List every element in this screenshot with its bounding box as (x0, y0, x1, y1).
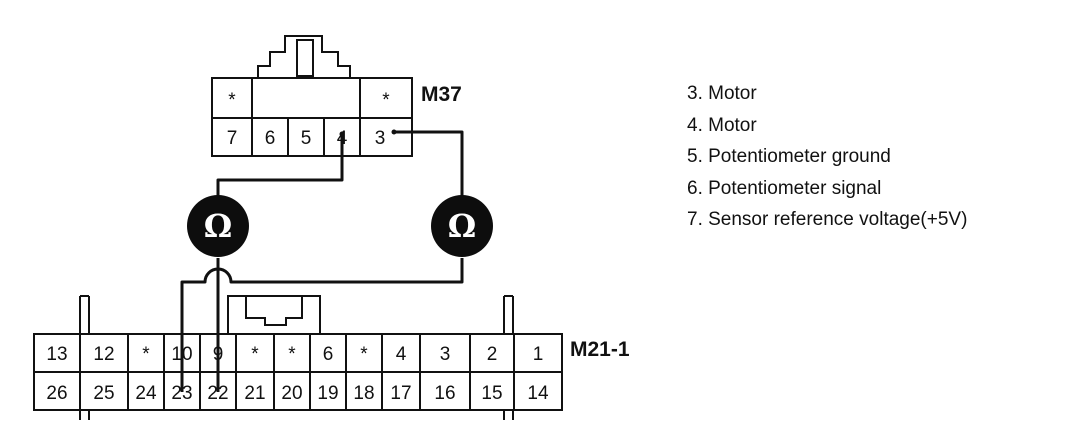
m21-1-pin-4: 4 (396, 344, 407, 365)
m21-1-pin-13: 13 (46, 344, 67, 365)
ohmmeter-right: Ω (431, 195, 493, 257)
m37-pin-3-node (391, 129, 397, 135)
pin-legend: 3. Motor 4. Motor 5. Potentiometer groun… (687, 78, 967, 236)
m37-pin-4-node (339, 131, 345, 137)
ohm-icon: Ω (448, 207, 476, 245)
m21-1-connector (33, 295, 563, 420)
m21-1-pin-14: 14 (527, 383, 549, 404)
legend-item-7: 7. Sensor reference voltage(+5V) (687, 209, 968, 230)
m21-1-pin-18: 18 (353, 383, 374, 404)
m37-label: M37 (421, 83, 462, 106)
m37-pin-5: 5 (301, 128, 312, 149)
m21-1-pin-3: 3 (440, 344, 451, 365)
m37-latch (257, 35, 351, 78)
m21-1-pin-24: 24 (135, 383, 157, 404)
m37-pin-7: 7 (227, 128, 238, 149)
m21-1-pin-16: 16 (434, 383, 455, 404)
m37-top-pin-1: * (228, 90, 236, 111)
m21-1-pin-6: 6 (323, 344, 334, 365)
m21-1-pin-1: 1 (533, 344, 544, 365)
m21-1-pin-26: 26 (46, 383, 67, 404)
m21-1-pin-11: * (142, 344, 150, 365)
m37-top-pin-3: * (382, 90, 390, 111)
m21-1-pin-17: 17 (390, 383, 411, 404)
ohmmeter-left: Ω (187, 195, 249, 257)
legend-item-3: 3. Motor (687, 83, 757, 104)
m21-1-pin-22: 22 (207, 383, 228, 404)
m21-1-pin-5: * (360, 344, 368, 365)
m37-pin-6: 6 (265, 128, 276, 149)
legend-item-6: 6. Potentiometer signal (687, 177, 882, 199)
m21-1-pin-20: 20 (281, 383, 302, 404)
legend-item-4: 4. Motor (687, 114, 757, 136)
m21-1-pin-25: 25 (93, 383, 114, 404)
ohm-icon: Ω (204, 207, 232, 245)
m21-1-pin-15: 15 (481, 383, 502, 404)
m21-1-pin-7: * (288, 344, 296, 365)
m21-1-pin-8: * (251, 344, 259, 365)
m21-1-pin-23: 23 (171, 383, 192, 404)
wire-meter-right-to-m21-23 (180, 258, 464, 392)
m37-latch-window (296, 39, 314, 77)
ohmmeter-left-body (187, 195, 249, 257)
legend-item-5: 5. Potentiometer ground (687, 146, 891, 167)
m21-1-pin-2: 2 (487, 344, 498, 365)
ohmmeter-right-body (431, 195, 493, 257)
m37-connector (211, 35, 413, 157)
m21-1-pin-21: 21 (244, 383, 265, 404)
wires (180, 130, 464, 392)
wire-m37-4-to-meter-left (216, 134, 344, 196)
m21-1-pin-12: 12 (93, 344, 114, 365)
m37-pin-3: 3 (375, 128, 386, 149)
wire-m37-3-to-meter-right (394, 130, 464, 198)
m21-1-latch (227, 295, 321, 335)
m21-1-pin-19: 19 (317, 383, 338, 404)
m21-1-label: M21-1 (570, 338, 630, 361)
